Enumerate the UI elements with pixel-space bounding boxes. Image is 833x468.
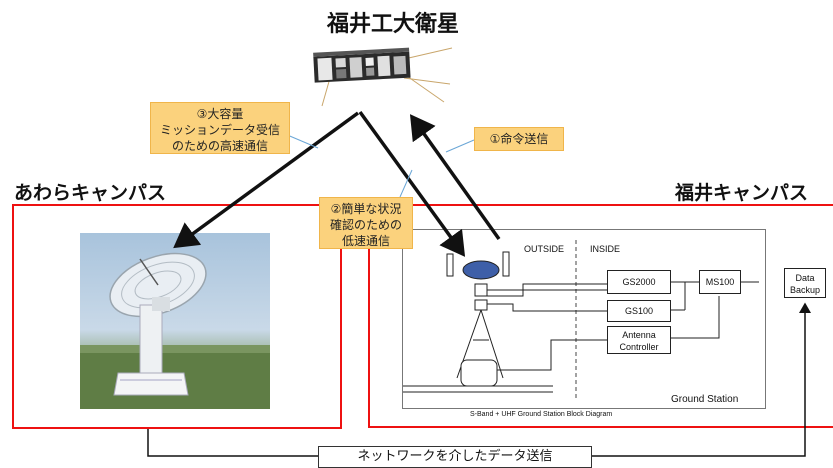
- ms100-block: MS100: [699, 270, 741, 294]
- network-transfer-label: ネットワークを介したデータ送信: [318, 446, 592, 468]
- network-line-left: [147, 429, 318, 457]
- low-speed-callout: ②簡単な状況 確認のための 低速通信: [319, 197, 413, 249]
- gs100-block: GS100: [607, 300, 671, 322]
- command-arrow: [409, 114, 501, 241]
- high-speed-callout: ③大容量 ミッションデータ受信 のための高速通信: [150, 102, 290, 154]
- inside-label: INSIDE: [590, 244, 621, 254]
- outside-label: OUTSIDE: [524, 244, 565, 254]
- ground-station-label: Ground Station: [671, 394, 739, 405]
- antenna-controller-line1: Antenna: [622, 330, 656, 340]
- awara-campus-frame: [12, 204, 342, 429]
- awara-campus-title: あわらキャンパス: [14, 182, 167, 204]
- antenna-controller-line2: Controller: [619, 342, 659, 352]
- ground-station-wiring: [403, 240, 759, 400]
- leader-line-command: [445, 139, 475, 153]
- data-backup-line2: Backup: [789, 285, 821, 295]
- low-speed-arrow: [358, 110, 466, 257]
- fukui-campus-frame: [368, 204, 833, 428]
- fukui-campus-title: 福井キャンパス: [675, 182, 809, 204]
- high-speed-arrow: [173, 111, 360, 249]
- command-callout: ①命令送信: [474, 127, 564, 151]
- gs2000-block: GS2000: [607, 270, 671, 294]
- leader-line-low-speed: [399, 169, 413, 198]
- data-backup-line1: Data: [795, 273, 815, 283]
- satellite-title: 福井工大衛星: [326, 12, 459, 37]
- awara-antenna-photo: [80, 233, 270, 409]
- antenna-controller-block: Antenna Controller: [607, 326, 671, 354]
- ground-station-diagram: OUTSIDE INSIDE GS2000 MS100 GS100 Antenn…: [402, 229, 766, 409]
- network-line-right: [592, 302, 811, 457]
- satellite-image: [313, 47, 453, 107]
- diagram-caption: S-Band + UHF Ground Station Block Diagra…: [470, 411, 613, 418]
- leader-line-high-speed: [284, 133, 319, 149]
- data-backup-block: Data Backup: [784, 268, 826, 298]
